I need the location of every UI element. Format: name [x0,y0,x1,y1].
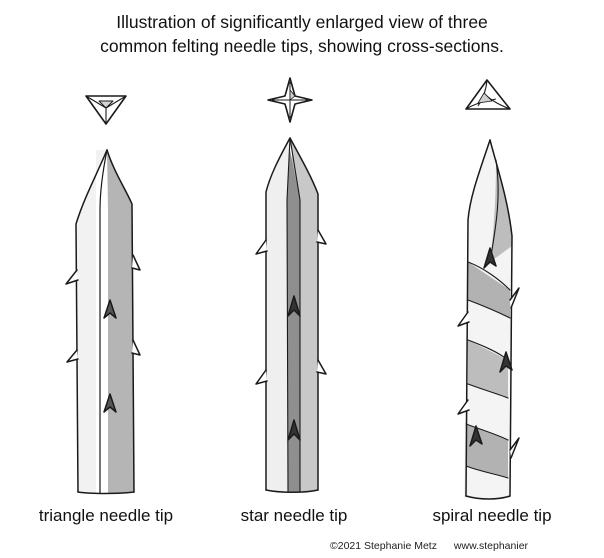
website-text: www.stephanier [453,540,529,552]
star-needle-label: star needle tip [240,506,348,525]
copyright-text: ©2021 Stephanie Metz [330,540,437,552]
title-line-1: Illustration of significantly enlarged v… [116,12,488,32]
triangle-cross-section-icon [85,95,127,125]
copyright-credit: ©2021 Stephanie Metz www.stephanier [330,540,528,552]
title-line-2: common felting needle tips, showing cros… [100,36,504,56]
spiral-needle-label: spiral needle tip [432,506,552,525]
star-needle-drawing [255,137,327,493]
spiral-needle-drawing [457,139,520,500]
triangle-needle-label: triangle needle tip [38,506,174,525]
triangle-needle-drawing [65,149,141,495]
page-title: Illustration of significantly enlarged v… [0,10,604,58]
star-cross-section-icon [267,77,313,123]
spiral-cross-section-icon [465,79,511,110]
